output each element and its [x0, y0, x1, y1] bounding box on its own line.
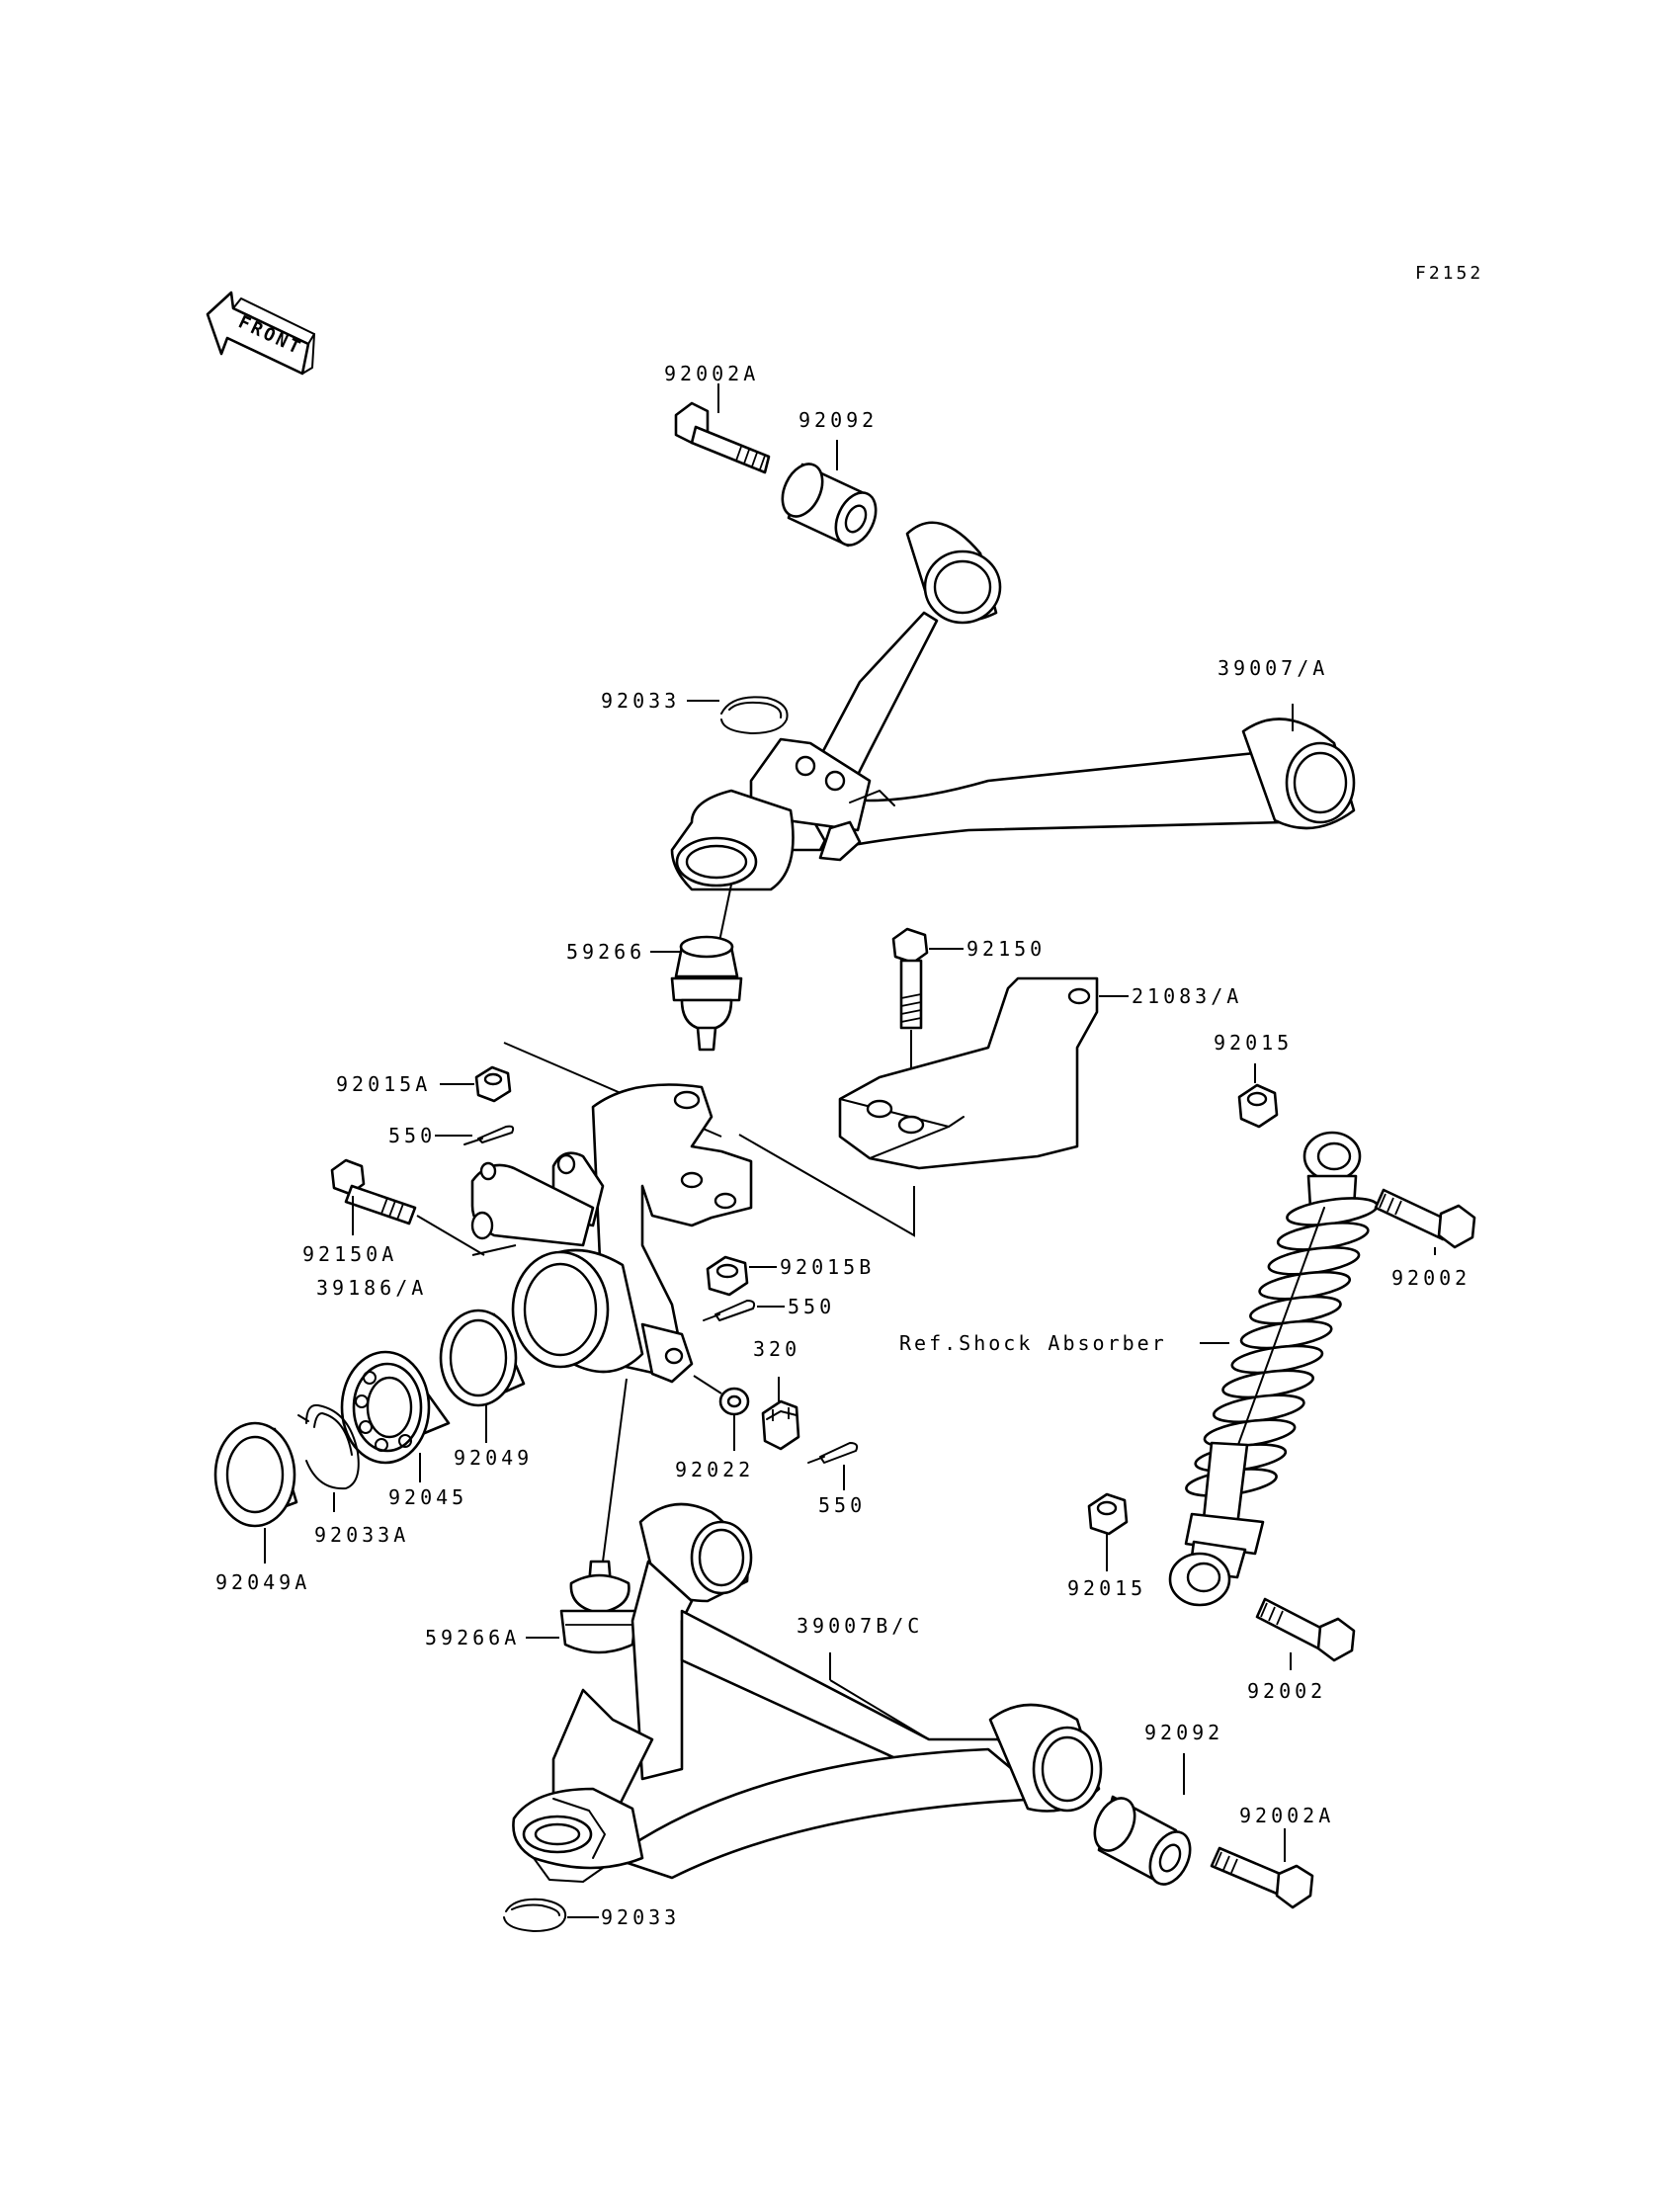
label-92015b: 92015B [780, 1255, 875, 1279]
ball-joint-upper [670, 935, 743, 1052]
bolt-bracket [891, 927, 929, 1030]
label-21083a: 21083/A [1132, 984, 1242, 1008]
label-39007bc: 39007B/C [797, 1614, 923, 1638]
bearing [340, 1350, 451, 1465]
bolt-shock-bottom [1255, 1597, 1356, 1662]
upper-arm [670, 521, 1356, 891]
cotter-pin-lower [807, 1442, 859, 1464]
label-92033-upper: 92033 [601, 689, 680, 713]
label-92002-bottom: 92002 [1247, 1679, 1326, 1703]
label-92150a: 92150A [302, 1242, 397, 1266]
label-92002-top: 92002 [1391, 1266, 1470, 1290]
bushing-upper [781, 463, 878, 548]
ball-joint-lower [559, 1560, 638, 1654]
label-550-mid: 550 [788, 1295, 835, 1318]
label-92092-lower: 92092 [1144, 1721, 1223, 1744]
cotter-pin-mid [703, 1300, 756, 1321]
bushing-lower [1093, 1795, 1192, 1886]
label-92045: 92045 [388, 1485, 467, 1509]
nut-knuckle-lower [706, 1255, 749, 1297]
label-92049: 92049 [454, 1446, 533, 1470]
label-92033a: 92033A [314, 1523, 409, 1547]
bolt-lower-pivot [1210, 1846, 1314, 1909]
shock-absorber [1168, 1131, 1379, 1607]
bracket [838, 976, 1099, 1170]
nut-shock-top [1237, 1083, 1279, 1129]
label-550-upper: 550 [388, 1124, 436, 1147]
label-92092-upper: 92092 [798, 408, 878, 432]
label-39007a: 39007/A [1218, 656, 1328, 680]
shock-rod [1234, 1207, 1325, 1454]
bolt-shock-top [1374, 1188, 1476, 1249]
label-92015-top: 92015 [1214, 1031, 1293, 1055]
label-92022: 92022 [675, 1458, 754, 1481]
nut-shock-bottom [1087, 1492, 1129, 1536]
steering-knuckle [470, 1083, 753, 1384]
figure-code: F2152 [1415, 263, 1483, 284]
circlip-lower [503, 1898, 567, 1932]
castle-nut [761, 1399, 800, 1451]
circlip-upper [720, 696, 789, 734]
label-59266: 59266 [566, 940, 645, 964]
seal-inner [439, 1309, 526, 1407]
cotter-pin-upper [463, 1125, 515, 1145]
label-92150: 92150 [966, 937, 1046, 961]
bolt-upper-pivot [674, 401, 771, 474]
label-39186a: 39186/A [316, 1276, 427, 1300]
label-550-lower: 550 [818, 1493, 866, 1517]
bolt-knuckle [330, 1158, 417, 1225]
washer [718, 1387, 750, 1416]
label-59266a: 59266A [425, 1626, 520, 1649]
label-92015a: 92015A [336, 1072, 431, 1096]
label-92002a-lower: 92002A [1239, 1804, 1334, 1827]
seal-outer [213, 1421, 298, 1528]
lower-arm [512, 1502, 1103, 1883]
circlip-bearing [297, 1403, 360, 1490]
nut-knuckle-upper [474, 1065, 512, 1103]
label-92002a-upper: 92002A [664, 362, 759, 385]
front-arrow-icon: FRONT [206, 291, 315, 376]
label-92049a: 92049A [215, 1570, 310, 1594]
label-92033-lower: 92033 [601, 1905, 680, 1929]
ref-shock-absorber: Ref.Shock Absorber [899, 1331, 1167, 1355]
label-320: 320 [753, 1337, 800, 1361]
label-92015-bottom: 92015 [1067, 1576, 1146, 1600]
